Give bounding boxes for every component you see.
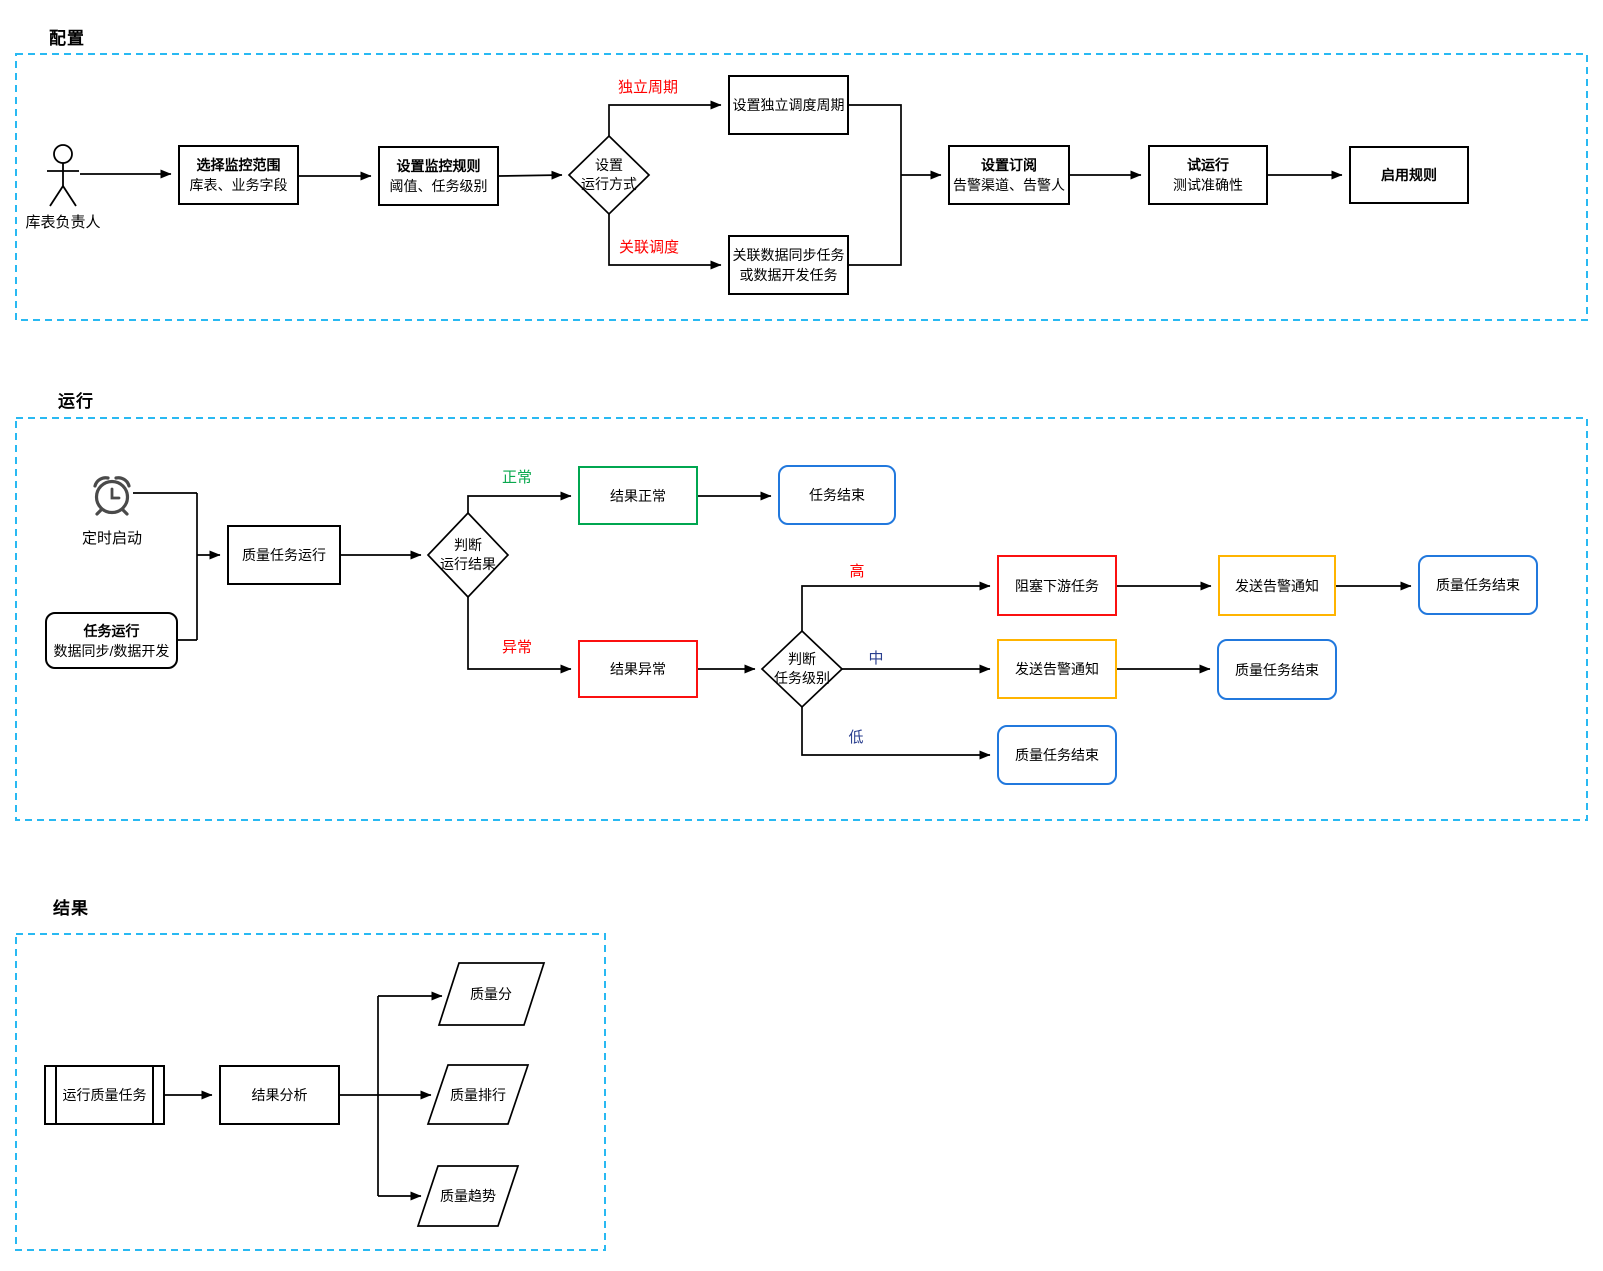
shape-outlines	[416, 134, 844, 1227]
actor-icon	[47, 144, 79, 207]
node-associated-task: 关联数据同步任务 或数据开发任务	[728, 235, 849, 295]
node-run-quality-task: 运行质量任务	[44, 1065, 165, 1125]
edge-merge-lines	[849, 104, 902, 266]
node-task-end: 任务结束	[778, 465, 896, 525]
judge-result-diamond	[426, 511, 510, 599]
node-quality-trend-text: 质量趋势	[440, 1187, 496, 1204]
node-subscribe-title: 设置订阅	[981, 157, 1037, 173]
node-result-abnormal-text: 结果异常	[610, 661, 666, 677]
node-block-downstream: 阻塞下游任务	[997, 555, 1117, 616]
flow-edges	[80, 100, 1412, 1201]
node-quality-rank-text: 质量排行	[450, 1086, 506, 1103]
subprocess-right-bar	[152, 1067, 154, 1123]
edge-level-high	[801, 581, 991, 631]
edge-runmode-to-assoc	[608, 214, 722, 270]
node-judge-level-line2: 任务级别	[774, 670, 830, 686]
edge-runmode-to-indep	[608, 100, 722, 136]
section-borders	[15, 53, 1588, 1251]
edge-label-low: 低	[848, 729, 864, 746]
edge-judge-to-normal	[467, 491, 572, 513]
node-quality-rank: 质量排行	[438, 1080, 518, 1110]
node-judge-result-decision: 判断 运行结果	[428, 525, 508, 585]
node-block-downstream-text: 阻塞下游任务	[1015, 577, 1099, 594]
node-result-normal: 结果正常	[578, 466, 698, 525]
node-judge-result-line2: 运行结果	[440, 556, 496, 572]
node-run-mode-decision: 设置 运行方式	[569, 145, 649, 205]
node-enable-rule-text: 启用规则	[1381, 167, 1437, 183]
node-judge-level-decision: 判断 任务级别	[762, 639, 842, 699]
edge-label-associated-schedule: 关联调度	[618, 239, 679, 256]
actor-label: 库表负责人	[25, 214, 101, 231]
node-run-mode-line1: 设置	[595, 157, 623, 173]
node-subscribe: 设置订阅 告警渠道、告警人	[948, 145, 1070, 205]
node-send-alert-high-text: 发送告警通知	[1235, 577, 1319, 594]
node-trial-run: 试运行 测试准确性	[1148, 145, 1268, 205]
node-associated-task-line2: 或数据开发任务	[739, 267, 838, 283]
config-section-title: 配置	[49, 29, 85, 48]
node-run-mode-line2: 运行方式	[581, 176, 637, 192]
node-task-run-title: 任务运行	[83, 622, 140, 639]
node-result-abnormal: 结果异常	[578, 640, 698, 698]
edge-level-low	[801, 707, 991, 760]
node-independent-schedule: 设置独立调度周期	[728, 75, 849, 135]
node-select-scope-title: 选择监控范围	[196, 157, 281, 173]
edge-label-abnormal: 异常	[501, 639, 532, 656]
node-run-quality-task-text: 运行质量任务	[62, 1087, 147, 1103]
run-mode-diamond	[567, 134, 651, 216]
result-section-border	[15, 933, 606, 1251]
node-send-alert-high: 发送告警通知	[1218, 555, 1336, 616]
edge-label-normal: 正常	[501, 469, 532, 486]
node-quality-trend: 质量趋势	[428, 1181, 508, 1211]
node-independent-schedule-text: 设置独立调度周期	[732, 97, 845, 113]
timer-label: 定时启动	[81, 530, 142, 547]
node-judge-result-line1: 判断	[454, 537, 482, 553]
edge-label-independent-cycle: 独立周期	[617, 79, 678, 96]
node-task-run: 任务运行 数据同步/数据开发	[45, 612, 178, 669]
node-quality-end-mid-text: 质量任务结束	[1235, 661, 1319, 678]
node-select-scope: 选择监控范围 库表、业务字段	[178, 145, 299, 205]
alarm-clock-icon	[93, 476, 131, 516]
node-quality-task-run: 质量任务运行	[227, 525, 341, 585]
node-quality-score-text: 质量分	[470, 985, 512, 1002]
node-trial-run-title: 试运行	[1187, 157, 1229, 173]
node-associated-task-line1: 关联数据同步任务	[732, 247, 845, 263]
node-send-alert-mid-text: 发送告警通知	[1015, 661, 1099, 677]
node-quality-end-low: 质量任务结束	[997, 725, 1117, 785]
node-select-scope-sub: 库表、业务字段	[189, 177, 288, 193]
edge-label-high: 高	[849, 563, 865, 580]
node-quality-end-high-text: 质量任务结束	[1436, 577, 1520, 593]
quality-rank-parallelogram	[426, 1064, 530, 1125]
node-enable-rule: 启用规则	[1349, 146, 1469, 204]
edge-label-mid: 中	[868, 650, 884, 667]
node-task-end-text: 任务结束	[809, 487, 865, 503]
node-result-normal-text: 结果正常	[610, 487, 666, 504]
result-section-title: 结果	[53, 899, 89, 918]
quality-score-parallelogram	[437, 962, 546, 1026]
node-trial-run-sub: 测试准确性	[1173, 177, 1243, 193]
run-section-border	[15, 417, 1588, 821]
config-section-border	[15, 53, 1588, 321]
edge-start-merge-lines	[133, 492, 198, 641]
node-judge-level-line1: 判断	[788, 651, 816, 667]
node-send-alert-mid: 发送告警通知	[997, 639, 1117, 699]
node-quality-score: 质量分	[451, 979, 531, 1009]
edge-rules-to-runmode	[498, 170, 563, 180]
node-result-analysis-text: 结果分析	[251, 1087, 308, 1103]
judge-level-diamond	[760, 629, 844, 709]
node-set-rules-title: 设置监控规则	[396, 158, 481, 174]
node-quality-end-low-text: 质量任务结束	[1015, 747, 1099, 763]
node-quality-end-high: 质量任务结束	[1418, 555, 1538, 615]
node-subscribe-sub: 告警渠道、告警人	[953, 177, 1065, 193]
node-quality-end-mid: 质量任务结束	[1217, 639, 1337, 700]
node-result-analysis: 结果分析	[219, 1065, 340, 1125]
quality-trend-parallelogram	[416, 1165, 520, 1227]
run-section-title: 运行	[58, 392, 94, 411]
node-quality-task-run-text: 质量任务运行	[242, 547, 326, 563]
subprocess-left-bar	[55, 1067, 57, 1123]
node-task-run-sub: 数据同步/数据开发	[53, 642, 170, 659]
node-set-rules-sub: 阈值、任务级别	[389, 178, 488, 194]
edge-judge-to-abnormal	[467, 597, 572, 674]
node-set-rules: 设置监控规则 阈值、任务级别	[378, 146, 499, 206]
